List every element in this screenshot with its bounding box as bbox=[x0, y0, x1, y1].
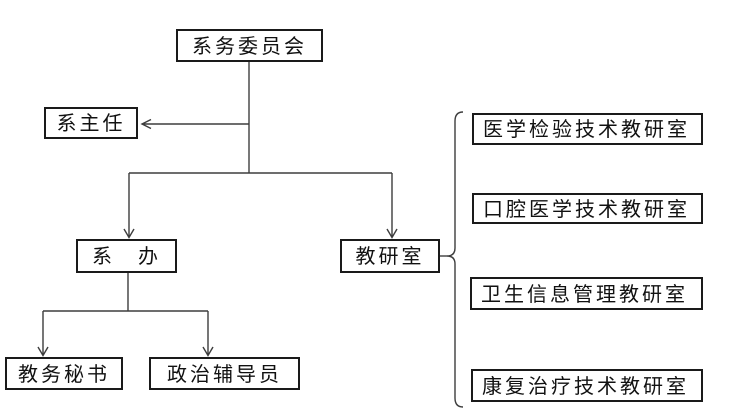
node-department-office: 系 办 bbox=[76, 239, 177, 273]
brace-teaching-rooms bbox=[446, 111, 464, 408]
connector-arrow-to-director bbox=[140, 118, 249, 130]
node-teaching-room-health-info: 卫生信息管理教研室 bbox=[470, 277, 703, 310]
node-director: 系主任 bbox=[44, 107, 138, 139]
node-teaching-room-oral-medicine: 口腔医学技术教研室 bbox=[472, 193, 703, 224]
node-political-counselor: 政治辅导员 bbox=[149, 357, 300, 390]
node-teaching-room-rehab-therapy: 康复治疗技术教研室 bbox=[471, 369, 703, 402]
connector-arrow-to-secretary bbox=[37, 311, 49, 357]
connector-arrow-to-counselor bbox=[202, 311, 214, 357]
node-teaching-research-office: 教研室 bbox=[340, 239, 440, 273]
node-academic-secretary: 教务秘书 bbox=[5, 357, 123, 390]
node-committee: 系务委员会 bbox=[176, 29, 323, 62]
connector-arrow-to-teaching-office bbox=[386, 173, 398, 239]
node-teaching-room-medical-lab: 医学检验技术教研室 bbox=[472, 113, 703, 145]
connector-arrow-to-office bbox=[123, 173, 135, 239]
